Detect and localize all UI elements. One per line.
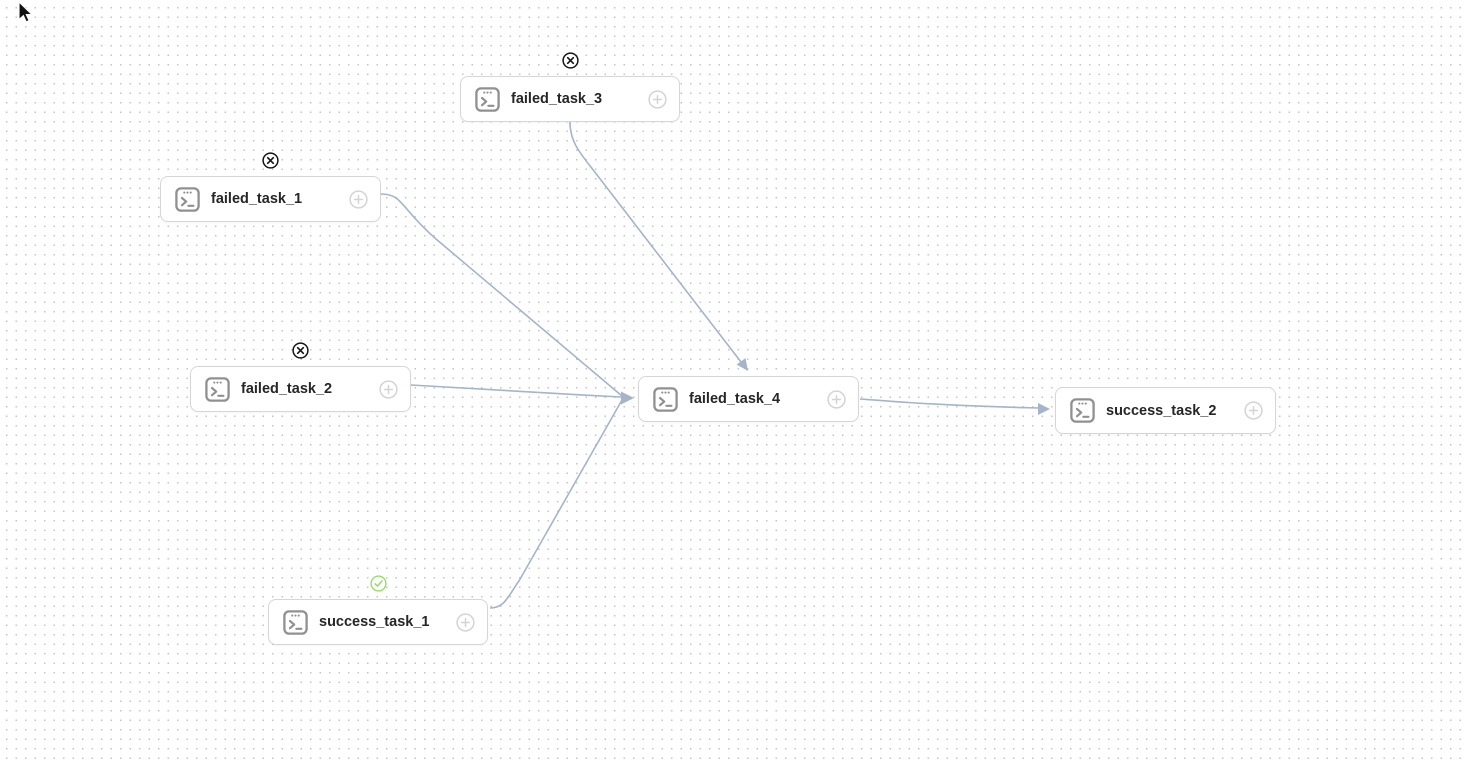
arrowhead-failed_task_4-left [621, 391, 634, 405]
plus-circle-icon[interactable] [379, 379, 398, 399]
plus-circle-icon[interactable] [648, 89, 667, 109]
arrowhead-success_task_2-left [1038, 403, 1050, 415]
failed-status-badge [262, 152, 279, 169]
edge-failed_task_3-to-failed_task_4 [569, 121, 742, 363]
failed-status-icon [262, 152, 279, 169]
failed-status-badge [292, 342, 309, 359]
terminal-icon [205, 376, 230, 402]
task-node-label: failed_task_2 [241, 381, 333, 397]
mouse-cursor [18, 2, 34, 23]
task-node-failed_task_3[interactable]: failed_task_3 [460, 76, 680, 122]
plus-circle-icon[interactable] [349, 189, 368, 209]
terminal-icon [475, 86, 500, 112]
success-status-icon [369, 575, 387, 592]
edge-failed_task_2-to-failed_task_4 [410, 384, 622, 398]
task-node-failed_task_2[interactable]: failed_task_2 [190, 366, 411, 412]
task-node-success_task_1[interactable]: success_task_1 [268, 599, 488, 645]
task-node-label: failed_task_3 [511, 91, 603, 107]
terminal-icon [175, 186, 200, 212]
edge-success_task_1-to-failed_task_4 [489, 399, 623, 609]
terminal-icon [1070, 398, 1095, 423]
task-node-success_task_2[interactable]: success_task_2 [1055, 387, 1276, 434]
success-status-badge [369, 575, 387, 592]
task-node-label: success_task_2 [1106, 402, 1217, 419]
task-node-label: failed_task_1 [211, 191, 303, 207]
failed-status-icon [292, 342, 309, 359]
plus-circle-icon[interactable] [456, 612, 475, 632]
edge-failed_task_4-to-success_task_2 [859, 398, 1039, 409]
terminal-icon [283, 609, 308, 635]
terminal-icon [653, 386, 678, 412]
task-node-label: failed_task_4 [689, 391, 781, 407]
task-node-failed_task_1[interactable]: failed_task_1 [160, 176, 381, 222]
arrowhead-failed_task_4-top [736, 358, 748, 371]
failed-status-icon [561, 52, 579, 69]
task-node-label: success_task_1 [319, 614, 430, 630]
failed-status-badge [561, 52, 579, 69]
plus-circle-icon[interactable] [1244, 401, 1263, 420]
edge-failed_task_1-to-failed_task_4 [380, 193, 623, 397]
plus-circle-icon[interactable] [827, 389, 846, 409]
task-node-failed_task_4[interactable]: failed_task_4 [638, 376, 859, 422]
